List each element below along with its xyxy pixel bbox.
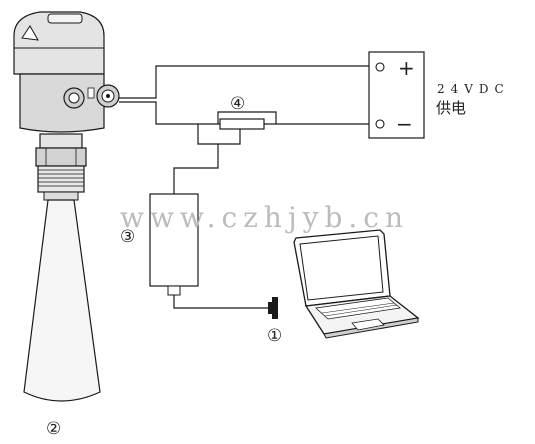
- wiring: [119, 65, 369, 309]
- plus-sign: +: [398, 56, 415, 80]
- marker-1: ①: [267, 326, 282, 346]
- marker-3: ③: [120, 227, 135, 247]
- marker-4: ④: [230, 94, 245, 114]
- radar-level-transmitter: [13, 11, 120, 201]
- hart-modem: [149, 193, 199, 296]
- laptop: [293, 229, 420, 339]
- minus-sign: −: [396, 112, 413, 136]
- positive-terminal: [375, 62, 385, 72]
- usb-plug: [268, 297, 278, 319]
- power-supply-box: + −: [368, 51, 425, 139]
- cable-gland-left: [63, 87, 85, 109]
- horn-antenna: [23, 199, 101, 402]
- sampling-resistor: [219, 118, 265, 130]
- negative-terminal: [375, 119, 385, 129]
- supply-voltage-label: 24VDC: [437, 82, 510, 96]
- cable-gland-right: [96, 84, 120, 108]
- marker-2: ②: [46, 419, 61, 439]
- watermark-text: www.czhjyb.cn: [120, 201, 409, 234]
- supply-name-label: 供电: [436, 99, 466, 117]
